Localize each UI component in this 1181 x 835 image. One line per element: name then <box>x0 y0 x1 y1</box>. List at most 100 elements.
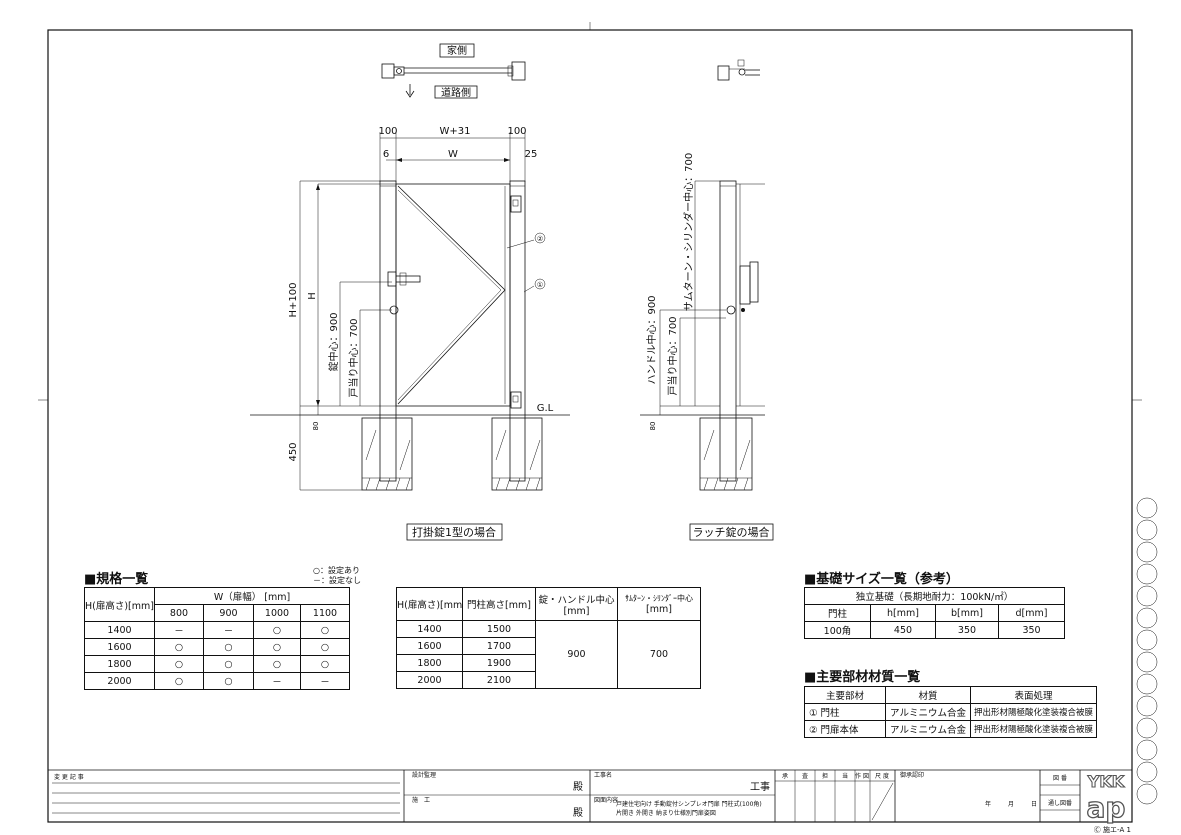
width-1100: 1100 <box>299 604 351 622</box>
table-row: 100角 450 350 350 <box>804 621 1066 639</box>
cell: アルミニウム合金 <box>885 703 971 721</box>
dim-handle-center: ハンドル中心：900 <box>645 295 658 384</box>
month-label: 月 <box>1008 801 1014 808</box>
open-direction-arrow-icon <box>405 84 415 98</box>
footing-left <box>361 417 413 491</box>
post-side <box>719 180 737 482</box>
dim-ground-clearance-right: 80 <box>649 422 657 431</box>
cell: ○ <box>299 638 351 656</box>
table-row: 1600○○○○ <box>84 638 351 656</box>
post-right <box>509 180 526 482</box>
spec-h-header: H(扉高さ)[mm] <box>84 587 155 622</box>
spec-w-header: W（扉幅） [mm] <box>153 587 351 605</box>
latch-handle <box>749 261 759 303</box>
thumb-header-text: ｻﾑﾀｰﾝ・ｼﾘﾝﾀﾞｰ中心 <box>625 594 693 603</box>
cell: 1800 <box>396 654 463 672</box>
day-label: 日 <box>1031 801 1037 808</box>
latch-case <box>739 265 751 305</box>
revision-circles <box>1136 497 1158 805</box>
cell: 100角 <box>804 621 871 639</box>
project-label: 工事名 <box>594 771 612 779</box>
table-row: 主要部材 材質 表面処理 <box>804 686 1097 704</box>
foundation-header-h: h[mm] <box>870 604 936 622</box>
door-stop-icon-right <box>726 305 736 315</box>
gl-label: G.L <box>537 403 554 414</box>
cell: ② 門扉本体 <box>804 720 886 738</box>
cell: 押出形材陽極酸化塗装複合被膜 <box>970 720 1097 738</box>
materials-header-material: 材質 <box>885 686 971 704</box>
callout-1: ① <box>537 281 543 289</box>
logo-top: YKK <box>1087 772 1125 791</box>
cell: 1600 <box>396 637 463 655</box>
foundation-header-post: 門柱 <box>804 604 871 622</box>
caption-right: ラッチ錠の場合 <box>693 525 770 539</box>
dim-post-height: H+100 <box>288 283 299 318</box>
year-label: 年 <box>985 800 991 808</box>
table-row: 1400－－○○ <box>84 621 351 639</box>
dono-2: 殿 <box>573 807 583 819</box>
sheet-code: Ⓒ 施エ-A 1 <box>1094 825 1131 834</box>
thumb-center-value: 700 <box>617 620 701 689</box>
cell: ○ <box>154 638 204 656</box>
lock-latch <box>395 275 421 283</box>
cell: － <box>299 672 351 690</box>
hinge-top <box>510 195 522 213</box>
spec-legend: ○：設定あり －：設定なし <box>313 566 361 586</box>
cell: 350 <box>997 621 1066 639</box>
foundation-subtitle: 独立基礎（長期地耐力：100kN/㎡） <box>803 587 1066 605</box>
cell: ○ <box>299 621 351 639</box>
legend-yes: ○：設定あり <box>313 566 360 575</box>
caption-left: 打掛錠1型の場合 <box>412 525 496 539</box>
construction-label: 施 工 <box>412 796 430 804</box>
table-row: 門柱 h[mm] b[mm] d[mm] <box>804 604 1066 622</box>
table-row: ① 門柱 アルミニウム合金 押出形材陽極酸化塗装複合被膜 <box>804 703 1097 721</box>
cell: ○ <box>203 655 254 673</box>
door-panel <box>395 183 511 407</box>
cell: 1700 <box>462 637 536 655</box>
cylinder-icon <box>741 308 745 312</box>
revision-label: 変 更 記 事 <box>54 773 84 781</box>
cell: 1400 <box>396 620 463 638</box>
foundation-header-d: d[mm] <box>997 604 1066 622</box>
foundation-table: 独立基礎（長期地耐力：100kN/㎡） 門柱 h[mm] b[mm] d[mm]… <box>803 587 1066 639</box>
cell: 1900 <box>462 654 536 672</box>
height-thumb-header: ｻﾑﾀｰﾝ・ｼﾘﾝﾀﾞｰ中心[mm] <box>617 587 701 621</box>
footing-right <box>491 417 543 491</box>
grid-header-4: 当 <box>842 772 848 780</box>
dim-ground-clearance: 80 <box>312 422 320 431</box>
materials-header-part: 主要部材 <box>804 686 886 704</box>
dim-gap-right: 25 <box>525 149 538 160</box>
dim-lock-center: 錠中心：900 <box>327 312 340 371</box>
foundation-header-b: b[mm] <box>935 604 999 622</box>
cell: 2100 <box>462 671 536 689</box>
materials-header-finish: 表面処理 <box>970 686 1097 704</box>
height-lock-header: 錠・ハンドル中心[mm] <box>535 587 618 621</box>
height-h-header: H(扉高さ)[mm] <box>396 587 463 621</box>
thumb-header-unit: [mm] <box>646 604 672 615</box>
project-suffix: 工事 <box>750 780 770 793</box>
logo-bottom: ap <box>1087 791 1126 824</box>
lock-header-text: 錠・ハンドル中心 <box>538 594 615 606</box>
cell: 2000 <box>396 671 463 689</box>
content-line-1: 戸建住宅向け 手動錠付シンプレオ門扉 門柱式(100角) <box>616 800 762 808</box>
dim-door-height: H <box>307 292 318 300</box>
cell: 1400 <box>84 621 155 639</box>
right-elevation: サムターン・シリンダー中心：700 ハンドル中心：900 戸当り中心：700 8… <box>640 153 774 541</box>
cell: ① 門柱 <box>804 703 886 721</box>
cell: 押出形材陽極酸化塗装複合被膜 <box>970 703 1097 721</box>
spec-title: ■規格一覧 <box>84 572 149 587</box>
hinge-bottom <box>510 391 522 409</box>
cell: ○ <box>203 672 254 690</box>
width-800: 800 <box>154 604 204 622</box>
door-diagonal <box>397 185 506 405</box>
plan-view-right <box>717 59 760 81</box>
footing-side <box>699 417 753 491</box>
dim-stop-center: 戸当り中心：700 <box>347 318 360 397</box>
grid-header-3: 担 <box>822 772 828 780</box>
height-post-header: 門柱高さ[mm] <box>462 587 536 621</box>
cell: 1800 <box>84 655 155 673</box>
table-row: 2000○○－－ <box>84 672 351 690</box>
dim-overall-width: W+31 <box>440 126 471 137</box>
